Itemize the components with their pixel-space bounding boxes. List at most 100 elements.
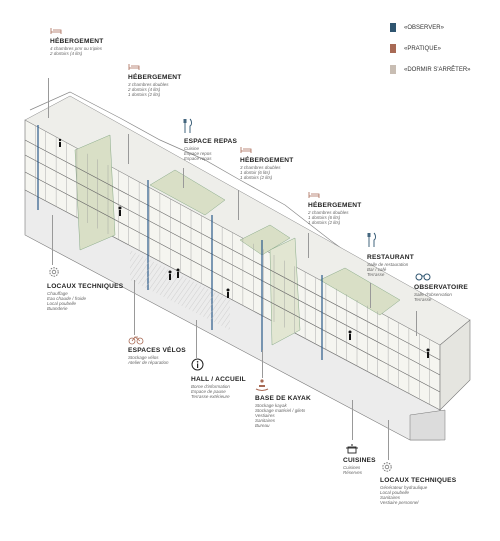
- leader-line-heb3: [238, 190, 239, 220]
- label-title: HÉBERGEMENT: [50, 38, 104, 45]
- label-line: Réserves: [343, 469, 363, 475]
- label-line: Sanitaires: [380, 494, 401, 500]
- label-line: 1 dortoirs (2 lits): [308, 219, 341, 225]
- label-locaux-techniques-2: LOCAUX TECHNIQUES Générateur hydraulique…: [380, 477, 456, 505]
- gear-icon: [382, 462, 392, 472]
- legend-swatch: [390, 23, 396, 32]
- bed-icon: [50, 28, 62, 34]
- leader-line-heb2: [128, 134, 129, 164]
- label-line: Chauffage: [47, 290, 68, 296]
- leader-line-loctech2: [388, 420, 389, 460]
- legend-label: «PRATIQUE»: [404, 45, 441, 52]
- label-title: HALL / ACCUEIL: [191, 376, 246, 383]
- label-line: Cuisine: [184, 145, 200, 151]
- legend-item-observer: «OBSERVER»: [390, 22, 498, 33]
- label-title: ESPACES VÉLOS: [128, 347, 186, 354]
- leader-line-observatoire: [416, 311, 417, 336]
- leader-line-loctech1: [52, 215, 53, 265]
- label-title: CUISINES: [343, 457, 376, 464]
- label-hebergement-1: HÉBERGEMENT 4 chambres pmr ou triples 2 …: [50, 38, 104, 56]
- label-line: Espace repas: [184, 155, 212, 161]
- label-line: Stockage matériel / gilets: [255, 407, 306, 413]
- legend-item-dormir: «DORMIR S'ARRÊTER»: [390, 64, 498, 75]
- leader-line-hall: [196, 320, 197, 358]
- label-line: 3 chambres doubles: [240, 164, 281, 170]
- label-hebergement-2: HÉBERGEMENT 3 chambres doubles 2 dortoir…: [128, 74, 182, 97]
- label-title: HÉBERGEMENT: [128, 74, 182, 81]
- legend-swatch: [390, 65, 396, 74]
- label-line: 1 dortoir (6 lits): [240, 169, 271, 175]
- label-line: 4 chambres pmr ou triples: [50, 45, 103, 51]
- label-locaux-techniques-1: LOCAUX TECHNIQUES Chauffage Eau chaude /…: [47, 283, 123, 311]
- label-line: Générateur hydraulique: [380, 484, 428, 490]
- label-line: Sanitaires: [255, 418, 276, 424]
- legend-label: «OBSERVER»: [404, 24, 444, 31]
- blue-columns: [37, 125, 323, 360]
- label-title: HÉBERGEMENT: [240, 157, 294, 164]
- leader-line-restaurant: [370, 283, 371, 308]
- label-line: 3 chambres doubles: [128, 81, 169, 87]
- label-line: Atelier de réparation: [128, 359, 169, 365]
- leader-line-kayak: [262, 350, 263, 378]
- label-line: Bar / café: [367, 266, 387, 272]
- label-title: ESPACE REPAS: [184, 138, 238, 145]
- label-title: LOCAUX TECHNIQUES: [380, 477, 457, 484]
- ground-hatch: [130, 250, 230, 330]
- pot-icon: [346, 444, 358, 454]
- label-line: Bureau: [255, 423, 270, 429]
- label-line: Eau chaude / froide: [47, 295, 87, 301]
- bicycle-icon: [128, 336, 144, 345]
- legend-item-pratique: «PRATIQUE»: [390, 43, 498, 54]
- cutlery-icon: [183, 118, 192, 133]
- leader-line-repas: [183, 168, 184, 188]
- legend-swatch: [390, 44, 396, 53]
- label-line: Stockage kayak: [255, 402, 287, 408]
- label-espace-repas: ESPACE REPAS Cuisine Espace repos Espace…: [184, 138, 237, 161]
- label-title: LOCAUX TECHNIQUES: [47, 283, 124, 290]
- legend: «OBSERVER» «PRATIQUE» «DORMIR S'ARRÊTER»: [390, 22, 498, 85]
- label-line: Espace de pause: [191, 388, 226, 394]
- bed-icon: [240, 147, 252, 153]
- label-observatoire: OBSERVATOIRE Salle d'observation Terrass…: [414, 284, 468, 302]
- label-title: OBSERVATOIRE: [414, 284, 468, 291]
- label-line: Local poubelle: [47, 300, 77, 306]
- bed-icon: [128, 64, 140, 70]
- label-line: Vestiaire personnel: [380, 500, 419, 506]
- label-line: 2 dortoirs (4 lits): [128, 86, 161, 92]
- label-line: 1 dortoirs (2 lits): [240, 174, 273, 180]
- label-line: Terrasse extérieure: [191, 393, 230, 399]
- kayak-icon: [255, 379, 269, 391]
- bed-icon: [308, 192, 320, 198]
- label-restaurant: RESTAURANT Salle de restauration Bar / c…: [367, 254, 414, 277]
- binoculars-icon: [415, 273, 431, 281]
- info-icon: [191, 358, 204, 371]
- glass-roof-3: [239, 224, 291, 256]
- legend-label: «DORMIR S'ARRÊTER»: [404, 66, 471, 73]
- label-line: 1 dortoirs (2 lits): [128, 91, 161, 97]
- label-line: Terrasse: [414, 296, 432, 302]
- label-line: Vestiaires: [255, 412, 275, 418]
- label-espaces-velos: ESPACES VÉLOS Stockage vélos Atelier de …: [128, 347, 186, 365]
- people-figures: [58, 138, 430, 358]
- cutlery-icon: [367, 232, 376, 247]
- leader-line-heb1: [48, 78, 49, 118]
- label-line: Espace repos: [184, 150, 212, 156]
- gear-icon: [49, 267, 59, 277]
- leader-line-heb4: [308, 233, 309, 258]
- label-line: Terrasse: [367, 271, 385, 277]
- label-line: Stockage vélos: [128, 354, 159, 360]
- label-hebergement-3: HÉBERGEMENT 3 chambres doubles 1 dortoir…: [240, 157, 294, 180]
- label-line: Local poubelle: [380, 489, 410, 495]
- label-base-de-kayak: BASE DE KAYAK Stockage kayak Stockage ma…: [255, 395, 311, 428]
- label-line: Salle d'observation: [414, 291, 452, 297]
- leader-line-velos: [134, 280, 135, 335]
- label-line: 1 dortoirs (6 lits): [308, 214, 341, 220]
- label-title: RESTAURANT: [367, 254, 414, 261]
- label-line: Buanderie: [47, 306, 68, 312]
- glass-volume-5: [269, 237, 301, 346]
- label-title: BASE DE KAYAK: [255, 395, 311, 402]
- glass-volume-1: [74, 134, 116, 251]
- label-cuisines: CUISINES Cuisines Réserves: [343, 457, 376, 475]
